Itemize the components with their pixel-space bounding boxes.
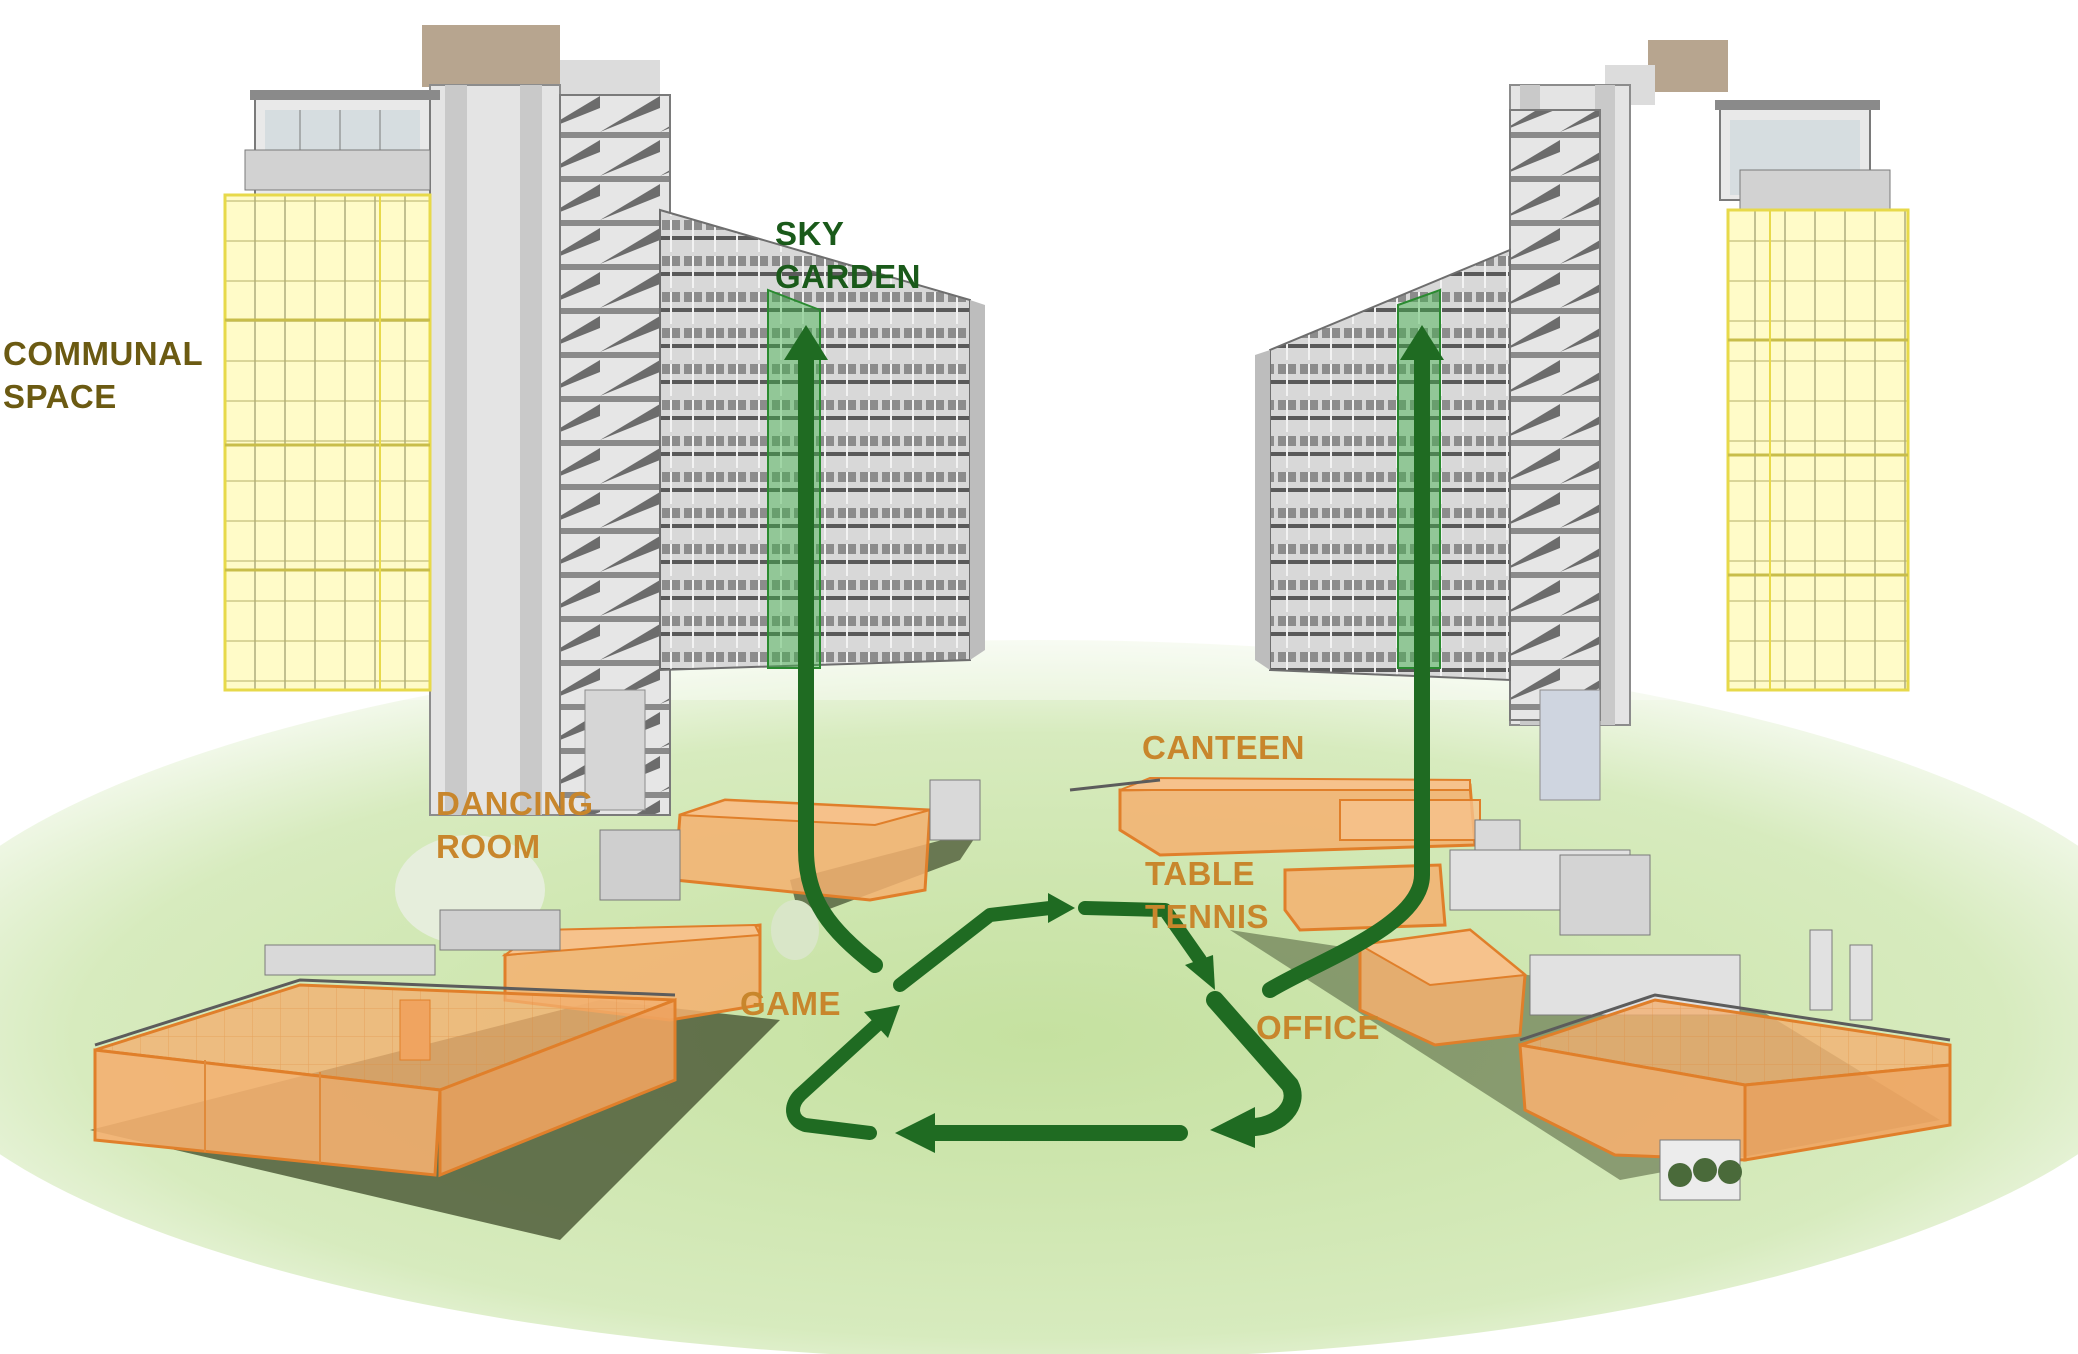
- label-canteen: CANTEEN: [1142, 726, 1305, 769]
- label-communal-space-line2: SPACE: [3, 378, 117, 415]
- label-communal-space: COMMUNAL SPACE: [3, 332, 203, 418]
- office-block: [1356, 928, 1873, 1047]
- tree-small: [771, 900, 819, 960]
- arrow-left-to-sky-garden: [798, 337, 883, 973]
- left-podium-main: [93, 978, 677, 1178]
- label-table-tennis-line1: TABLE: [1145, 855, 1256, 892]
- left-tower: [244, 25, 985, 816]
- circulation-arrows: [784, 325, 1444, 1153]
- arrow-loop-5: [786, 1015, 887, 1140]
- label-canteen-text: CANTEEN: [1142, 729, 1306, 766]
- arrow-loop-4-head: [895, 1113, 935, 1153]
- label-table-tennis-line2: TENNIS: [1145, 898, 1270, 935]
- right-podium-main: [1518, 993, 1952, 1201]
- label-dancing-room: DANCING ROOM: [436, 782, 594, 868]
- arrow-loop-1-head: [1048, 893, 1075, 923]
- arrow-loop-1: [893, 901, 1057, 992]
- label-sky-garden-line2: GARDEN: [775, 258, 922, 295]
- label-office-text: OFFICE: [1256, 1009, 1380, 1046]
- label-table-tennis: TABLE TENNIS: [1145, 852, 1269, 938]
- arrow-loop-2: [1078, 901, 1207, 967]
- label-sky-garden-line1: SKY: [775, 215, 845, 252]
- label-office: OFFICE: [1256, 1006, 1380, 1049]
- arrow-loop-2-head: [1185, 955, 1215, 990]
- label-dancing-room-line1: DANCING: [436, 785, 594, 822]
- label-game: GAME: [740, 982, 841, 1025]
- communal-space-right: [1726, 208, 1910, 692]
- arrow-loop-3-head: [1210, 1107, 1255, 1148]
- label-sky-garden: SKY GARDEN: [775, 212, 921, 298]
- label-dancing-room-line2: ROOM: [436, 828, 541, 865]
- label-communal-space-line1: COMMUNAL: [3, 335, 204, 372]
- label-game-text: GAME: [740, 985, 841, 1022]
- arrow-loop-3: [1206, 991, 1302, 1136]
- arrow-loop-5-head: [864, 1005, 900, 1038]
- canteen-block: [1069, 776, 1521, 866]
- arrow-right-to-sky-garden: [1262, 337, 1430, 998]
- right-tower: [1255, 40, 1891, 801]
- arrow-right-to-sky-garden-head: [1400, 325, 1444, 360]
- communal-space-left: [223, 193, 432, 692]
- arrow-left-to-sky-garden-head: [784, 325, 828, 360]
